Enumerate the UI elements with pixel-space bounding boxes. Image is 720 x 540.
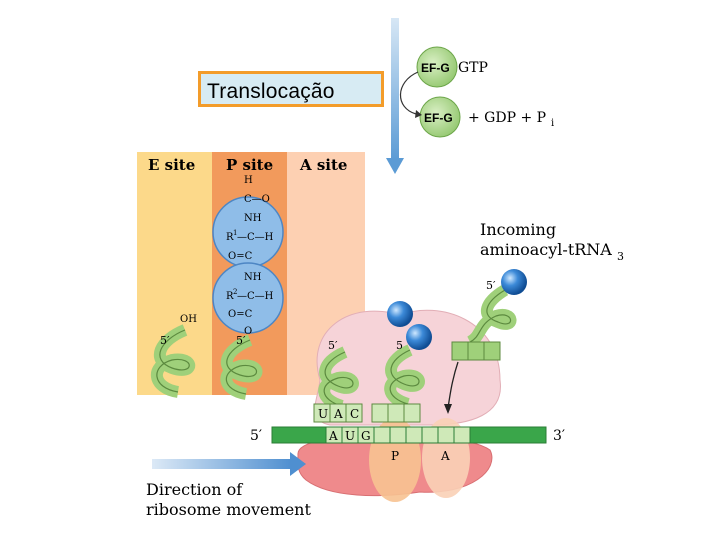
peptide-o-bottom: O bbox=[244, 326, 252, 337]
peptide-r2: R bbox=[226, 291, 234, 302]
peptide-ch2: —C—H bbox=[237, 291, 274, 302]
codon-3: G bbox=[361, 429, 371, 443]
amino-acid-2-ball bbox=[212, 262, 284, 334]
pi-subscript: i bbox=[551, 118, 554, 129]
ribosome-a-label: A bbox=[440, 449, 450, 463]
p-trna-5prime: 5′ bbox=[236, 334, 246, 347]
ball-incoming bbox=[501, 269, 527, 295]
anticodon: U A C bbox=[313, 403, 363, 423]
translocation-arrow bbox=[386, 18, 404, 174]
anticodon-2: A bbox=[333, 407, 343, 421]
cycle-arrow bbox=[400, 71, 419, 115]
ribo-trna-5prime-a: 5′ bbox=[328, 339, 338, 352]
incoming-sub: 3 bbox=[617, 250, 624, 263]
large-subunit bbox=[314, 309, 501, 426]
peptide-r1-sup: 1 bbox=[233, 229, 237, 237]
codon-1: A bbox=[328, 429, 338, 443]
ribosome-trnas bbox=[318, 284, 517, 412]
e-site-label: E site bbox=[148, 156, 195, 174]
incoming-trna-stem bbox=[451, 341, 501, 361]
anticodon-1: U bbox=[318, 407, 328, 421]
incoming-5prime: 5′ bbox=[486, 279, 496, 292]
ball-p-upper bbox=[387, 301, 413, 327]
ef-g-top-label: EF-G bbox=[421, 61, 450, 75]
mrna-3prime: 3′ bbox=[553, 428, 565, 444]
gdp-label: + GDP + P bbox=[468, 110, 546, 126]
title-text: Translocação bbox=[207, 80, 335, 103]
ef-g-gdp-blob bbox=[419, 96, 461, 138]
peptide-ch1: —C—H bbox=[237, 232, 274, 243]
peptide-h-top: H bbox=[244, 175, 253, 186]
movement-line2: ribosome movement bbox=[146, 500, 311, 519]
ball-p-lower bbox=[406, 324, 432, 350]
peptide-co-top: C—O bbox=[244, 194, 270, 205]
peptide-r2-sup: 2 bbox=[233, 288, 237, 296]
title-box: Translocação bbox=[198, 71, 384, 107]
p-trna-anticodon-stem bbox=[371, 403, 421, 423]
mrna-5prime: 5′ bbox=[250, 428, 262, 444]
peptide-oc1: O=C bbox=[228, 251, 253, 262]
mrna: A U G 5′ 3′ bbox=[250, 426, 565, 444]
movement-line1: Direction of bbox=[146, 480, 243, 499]
a-site-label: A site bbox=[299, 156, 347, 174]
anticodon-3: C bbox=[350, 407, 359, 421]
peptide-oc2: O=C bbox=[228, 309, 253, 320]
band-trnas bbox=[150, 324, 263, 400]
ef-g-bottom-label: EF-G bbox=[424, 111, 453, 125]
peptide-r1: R bbox=[226, 232, 234, 243]
codon-2: U bbox=[345, 429, 355, 443]
ribosome-p-label: P bbox=[391, 449, 399, 463]
direction-arrow bbox=[152, 452, 306, 476]
incoming-line2: aminoacyl-tRNA bbox=[480, 240, 612, 259]
peptide-oh: OH bbox=[180, 314, 197, 325]
peptide-nh1: NH bbox=[244, 213, 262, 224]
p-site-label: P site bbox=[226, 156, 273, 174]
ef-g-cycle: EF-G GTP EF-G + GDP + P i bbox=[400, 46, 554, 138]
e-trna-5prime: 5′ bbox=[160, 334, 170, 347]
peptide-nh2: NH bbox=[244, 272, 262, 283]
gtp-label: GTP bbox=[458, 60, 488, 76]
ef-g-gtp-blob bbox=[416, 46, 458, 88]
incoming-line1: Incoming bbox=[480, 220, 556, 239]
peptide-chain: H C—O NH R 1 —C—H O=C NH R 2 —C—H O=C O … bbox=[180, 175, 284, 337]
ribo-trna-5prime-b: 5 bbox=[396, 339, 403, 352]
